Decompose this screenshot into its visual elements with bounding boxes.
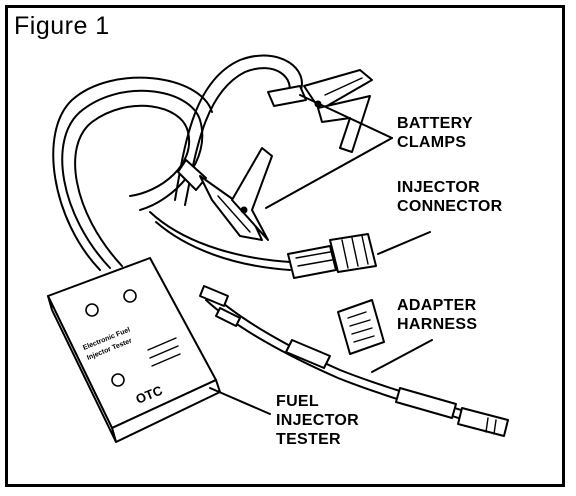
callout-adapter-harness-line1: ADAPTER xyxy=(397,297,477,314)
callout-fuel-injector-tester: FUEL INJECTOR TESTER xyxy=(276,392,359,449)
callout-fuel-injector-tester-line2: INJECTOR xyxy=(276,412,360,429)
figure-border xyxy=(5,5,565,487)
callout-adapter-harness-line2: HARNESS xyxy=(397,316,478,333)
callout-battery-clamps-line1: BATTERY xyxy=(397,115,473,132)
callout-injector-connector-line2: CONNECTOR xyxy=(397,198,503,215)
adapter-harness xyxy=(199,285,509,437)
callout-injector-connector: INJECTOR CONNECTOR xyxy=(397,178,503,216)
callout-battery-clamps: BATTERY CLAMPS xyxy=(397,114,473,152)
leader-lines xyxy=(209,94,433,415)
callout-injector-connector-line1: INJECTOR xyxy=(397,179,481,196)
callout-fuel-injector-tester-line3: TESTER xyxy=(276,431,341,448)
battery-clamps xyxy=(177,69,373,241)
injector-connector xyxy=(287,233,377,279)
callout-battery-clamps-line2: CLAMPS xyxy=(397,134,467,151)
callout-fuel-injector-tester-line1: FUEL xyxy=(276,393,319,410)
fuel-injector-tester-box: Electronic Fuel Injector Tester OTC xyxy=(47,257,221,443)
figure-title: Figure 1 xyxy=(14,12,110,40)
callout-adapter-harness: ADAPTER HARNESS xyxy=(397,296,477,334)
